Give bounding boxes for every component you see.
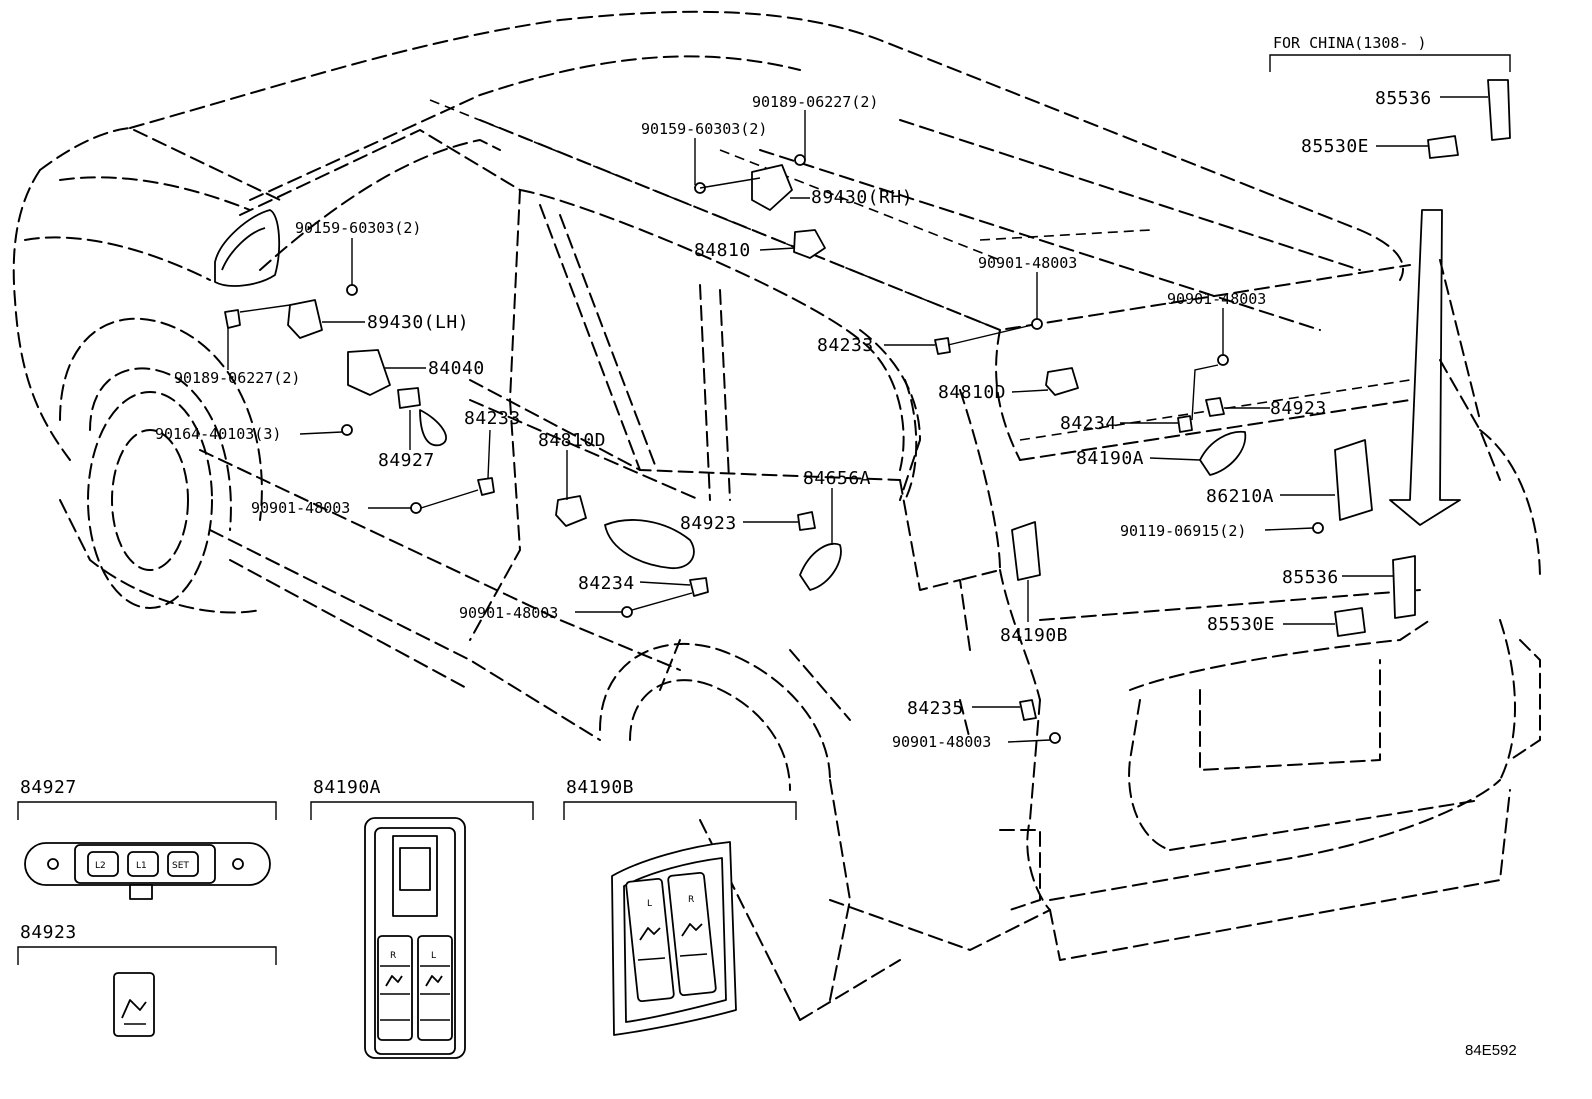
inset-84190a-title: 84190A: [313, 777, 381, 798]
switch-l-label-a: L: [431, 951, 436, 961]
part-84234-center: [689, 577, 709, 597]
inset-84927-title: 84927: [20, 777, 77, 798]
side-mirror: [214, 209, 280, 287]
part-85530e-main: [1334, 607, 1366, 637]
label-84656a: 84656A: [803, 468, 871, 489]
part-84927: [397, 387, 421, 409]
label-90901-bottom: 90901-48003: [892, 733, 991, 751]
label-84233-left: 84233: [464, 408, 521, 429]
label-85530e-main: 85530E: [1207, 614, 1275, 635]
label-90189-rh: 90189-06227(2): [752, 93, 878, 111]
inset-84190b: 84190B L R: [563, 777, 797, 1036]
part-84810: [793, 229, 826, 259]
label-85536-top: 85536: [1375, 88, 1432, 109]
switch-r-label-a: R: [390, 951, 396, 961]
part-labels: FOR CHINA(1308- ) 85536 85530E 90189-062…: [155, 34, 1432, 751]
label-84234-center: 84234: [578, 573, 635, 594]
label-84923-center: 84923: [680, 513, 737, 534]
label-90189-lh: 90189-06227(2): [174, 369, 300, 387]
part-84810d-center: [555, 495, 587, 527]
part-90901-left: [410, 502, 422, 514]
switch-set-label: SET: [172, 861, 189, 871]
parts: [224, 79, 1511, 744]
part-85530e-top: [1427, 135, 1459, 159]
part-84233-left: [477, 477, 495, 496]
part-84233-top: [934, 337, 951, 355]
label-90901-center: 90901-48003: [459, 604, 558, 622]
part-84923-center: [797, 511, 816, 531]
leader-lines: [227, 54, 1511, 743]
label-89430-lh: 89430(LH): [367, 312, 469, 333]
handle-detail: [419, 409, 447, 447]
part-89430-lh: [224, 284, 358, 339]
inset-84923: 84923: [17, 922, 277, 1037]
switch-l2-label: L2: [95, 861, 106, 871]
part-90901-right: [1217, 354, 1229, 366]
label-85536-main: 85536: [1282, 567, 1339, 588]
part-84040: [347, 349, 391, 396]
label-84810: 84810: [694, 240, 751, 261]
label-84234-right: 84234: [1060, 413, 1117, 434]
sheet-code: 84E592: [1465, 1042, 1517, 1059]
label-84190b: 84190B: [1000, 625, 1068, 646]
part-85536-main: [1392, 555, 1416, 619]
part-90119: [1312, 522, 1324, 534]
label-90164: 90164-40103(3): [155, 425, 281, 443]
switch-l-label-b: L: [647, 899, 652, 909]
part-90901-bottom: [1049, 732, 1061, 744]
switch-l1-label: L1: [136, 861, 147, 871]
label-84040: 84040: [428, 358, 485, 379]
part-84190b: [1011, 521, 1041, 581]
label-84190a: 84190A: [1076, 448, 1144, 469]
inset-84190b-title: 84190B: [566, 777, 634, 798]
switch-r-label-b: R: [688, 895, 694, 905]
part-90164: [341, 424, 353, 436]
label-84810d-center: 84810D: [538, 430, 606, 451]
inset-84923-title: 84923: [20, 922, 77, 943]
label-90159-rh: 90159-60303(2): [641, 120, 767, 138]
label-90901-top: 90901-48003: [978, 254, 1077, 272]
inset-84190a: 84190A R L: [310, 777, 534, 1059]
label-90159-lh: 90159-60303(2): [295, 219, 421, 237]
part-86210a: [1334, 439, 1373, 521]
part-89430-rh: [694, 154, 806, 211]
label-84923-right: 84923: [1270, 398, 1327, 419]
label-84235: 84235: [907, 698, 964, 719]
label-84233-top: 84233: [817, 335, 874, 356]
label-84810d-right: 84810D: [938, 382, 1006, 403]
label-90901-right: 90901-48003: [1167, 290, 1266, 308]
vehicle-outline: [12, 10, 1541, 1021]
label-86210a: 86210A: [1206, 486, 1274, 507]
part-84810d-right: [1045, 367, 1079, 396]
label-90119: 90119-06915(2): [1120, 522, 1246, 540]
part-84656a: [799, 542, 842, 591]
part-84190a: [1199, 430, 1247, 476]
label-for-china: FOR CHINA(1308- ): [1273, 34, 1427, 52]
part-90901-top: [1031, 318, 1043, 330]
label-85530e-top: 85530E: [1301, 136, 1369, 157]
label-84927: 84927: [378, 450, 435, 471]
part-84235: [1019, 699, 1037, 721]
part-84923-right: [1205, 397, 1225, 417]
label-89430-rh: 89430(RH): [811, 187, 913, 208]
part-90901-center: [621, 606, 633, 618]
inset-84927: 84927 L2 L1 SET: [17, 777, 277, 900]
view-arrow-icon: [1389, 209, 1461, 526]
part-85536-top: [1487, 79, 1511, 141]
part-84234-right: [1177, 415, 1193, 433]
label-90901-left: 90901-48003: [251, 499, 350, 517]
door-handle: [604, 519, 695, 569]
